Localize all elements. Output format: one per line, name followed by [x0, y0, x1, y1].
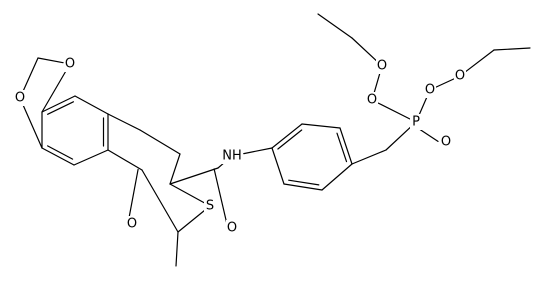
double-bond-C2-C3	[46, 145, 74, 160]
double-bond-B3-B4	[336, 132, 348, 163]
bond-B3-B4	[339, 127, 353, 165]
bond-C9-CAm	[169, 167, 219, 185]
double-bond-P-OP	[419, 128, 439, 142]
bond-C4-O1	[41, 69, 68, 113]
atom-label-background	[126, 216, 138, 232]
bond-OE1b-E1a	[351, 37, 378, 62]
double-bond-C7-O3	[128, 168, 139, 217]
atom-label-background	[424, 82, 436, 98]
atom-label-background	[376, 58, 388, 74]
double-bond-CAm-OAm	[213, 168, 228, 223]
bond-E1a-E1b	[317, 13, 353, 39]
bond-lines	[22, 13, 531, 267]
bond-CH2P-P	[385, 126, 412, 151]
bond-C5-C6	[74, 95, 109, 115]
bond-O2-C3	[22, 103, 43, 149]
bond-B4-B5	[321, 163, 353, 191]
bond-C8-S	[177, 209, 206, 233]
atom-label-o-phosphoryl: O	[441, 135, 451, 150]
atom-label-o-ester2-a: O	[425, 83, 435, 98]
atom-label-background	[226, 220, 238, 236]
atom-label-p-phosphonate: P	[412, 115, 420, 130]
atom-label-background	[64, 56, 76, 72]
atom-label-o-ester1-a: O	[367, 93, 377, 108]
bond-C10-C6	[107, 113, 141, 131]
bond-B4-CH2P	[351, 149, 387, 165]
bond-C2-C3	[41, 147, 75, 166]
bond-B2-B3	[301, 123, 341, 129]
bond-P-OE1a	[377, 102, 411, 120]
bond-OE2b-E2a	[465, 49, 495, 73]
atom-label-o-ester2-b: O	[455, 69, 465, 84]
atom-label-background	[440, 134, 452, 150]
bond-C11-C10	[139, 129, 181, 155]
atom-label-background	[454, 68, 466, 84]
atom-label-o-dioxole-bottom: O	[15, 91, 25, 106]
bond-B1-B2	[271, 123, 303, 149]
bond-OE1a-OE1b	[373, 72, 381, 94]
atom-label-background	[366, 92, 378, 108]
atom-label-o-ketone: O	[127, 217, 137, 232]
atom-label-nh-amide: NH	[222, 149, 242, 164]
atom-label-o-dioxole-top: O	[65, 57, 75, 72]
bond-C8-CH3m	[175, 231, 179, 267]
atom-label-background	[14, 90, 26, 106]
double-bond-B1-B2	[277, 129, 303, 150]
atom-label-s-ring: S	[206, 199, 214, 214]
bond-C1-C7	[107, 149, 143, 171]
atom-label-o-amide: O	[227, 221, 237, 236]
double-bond-B5-B6	[288, 179, 320, 186]
bond-B5-B6	[283, 183, 323, 191]
atom-label-background	[410, 114, 422, 130]
bond-OE2a-OE2b	[435, 78, 455, 88]
bond-C4-C5	[41, 95, 76, 113]
bond-CAm-NH	[217, 163, 224, 169]
bond-O1-CH2	[37, 57, 64, 64]
bond-C1-C2	[73, 149, 109, 166]
bond-B6-B1	[271, 147, 285, 185]
bond-C7-C8	[141, 169, 179, 233]
atom-label-o-ester1-b: O	[377, 59, 387, 74]
double-bond-C4-C5	[46, 101, 75, 115]
bond-CH2-O2	[22, 57, 39, 93]
bond-C9-C11	[169, 153, 181, 185]
bond-S-C9	[169, 183, 205, 204]
bond-NH-B1	[243, 147, 273, 155]
atom-label-background	[221, 148, 243, 164]
atom-label-background	[204, 198, 216, 214]
bond-E2a-E2b	[493, 47, 531, 51]
bond-P-OE2a	[418, 95, 428, 117]
